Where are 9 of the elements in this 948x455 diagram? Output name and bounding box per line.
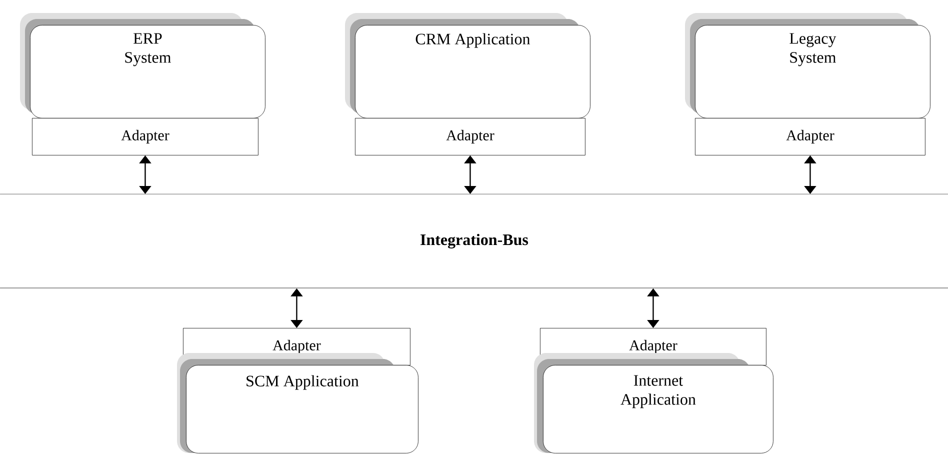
system-box: ERP System [20,13,266,118]
system-box: SCM Application [177,353,418,454]
system-box: Legacy System [685,13,930,118]
adapter-box: Adapter [32,118,258,156]
adapter-box: Adapter [355,118,586,156]
system-box: Internet Application [534,353,774,454]
system-box: CRM Application [345,13,590,118]
bus-band: Integration-Bus [0,194,948,288]
adapter-box: Adapter [695,118,926,156]
